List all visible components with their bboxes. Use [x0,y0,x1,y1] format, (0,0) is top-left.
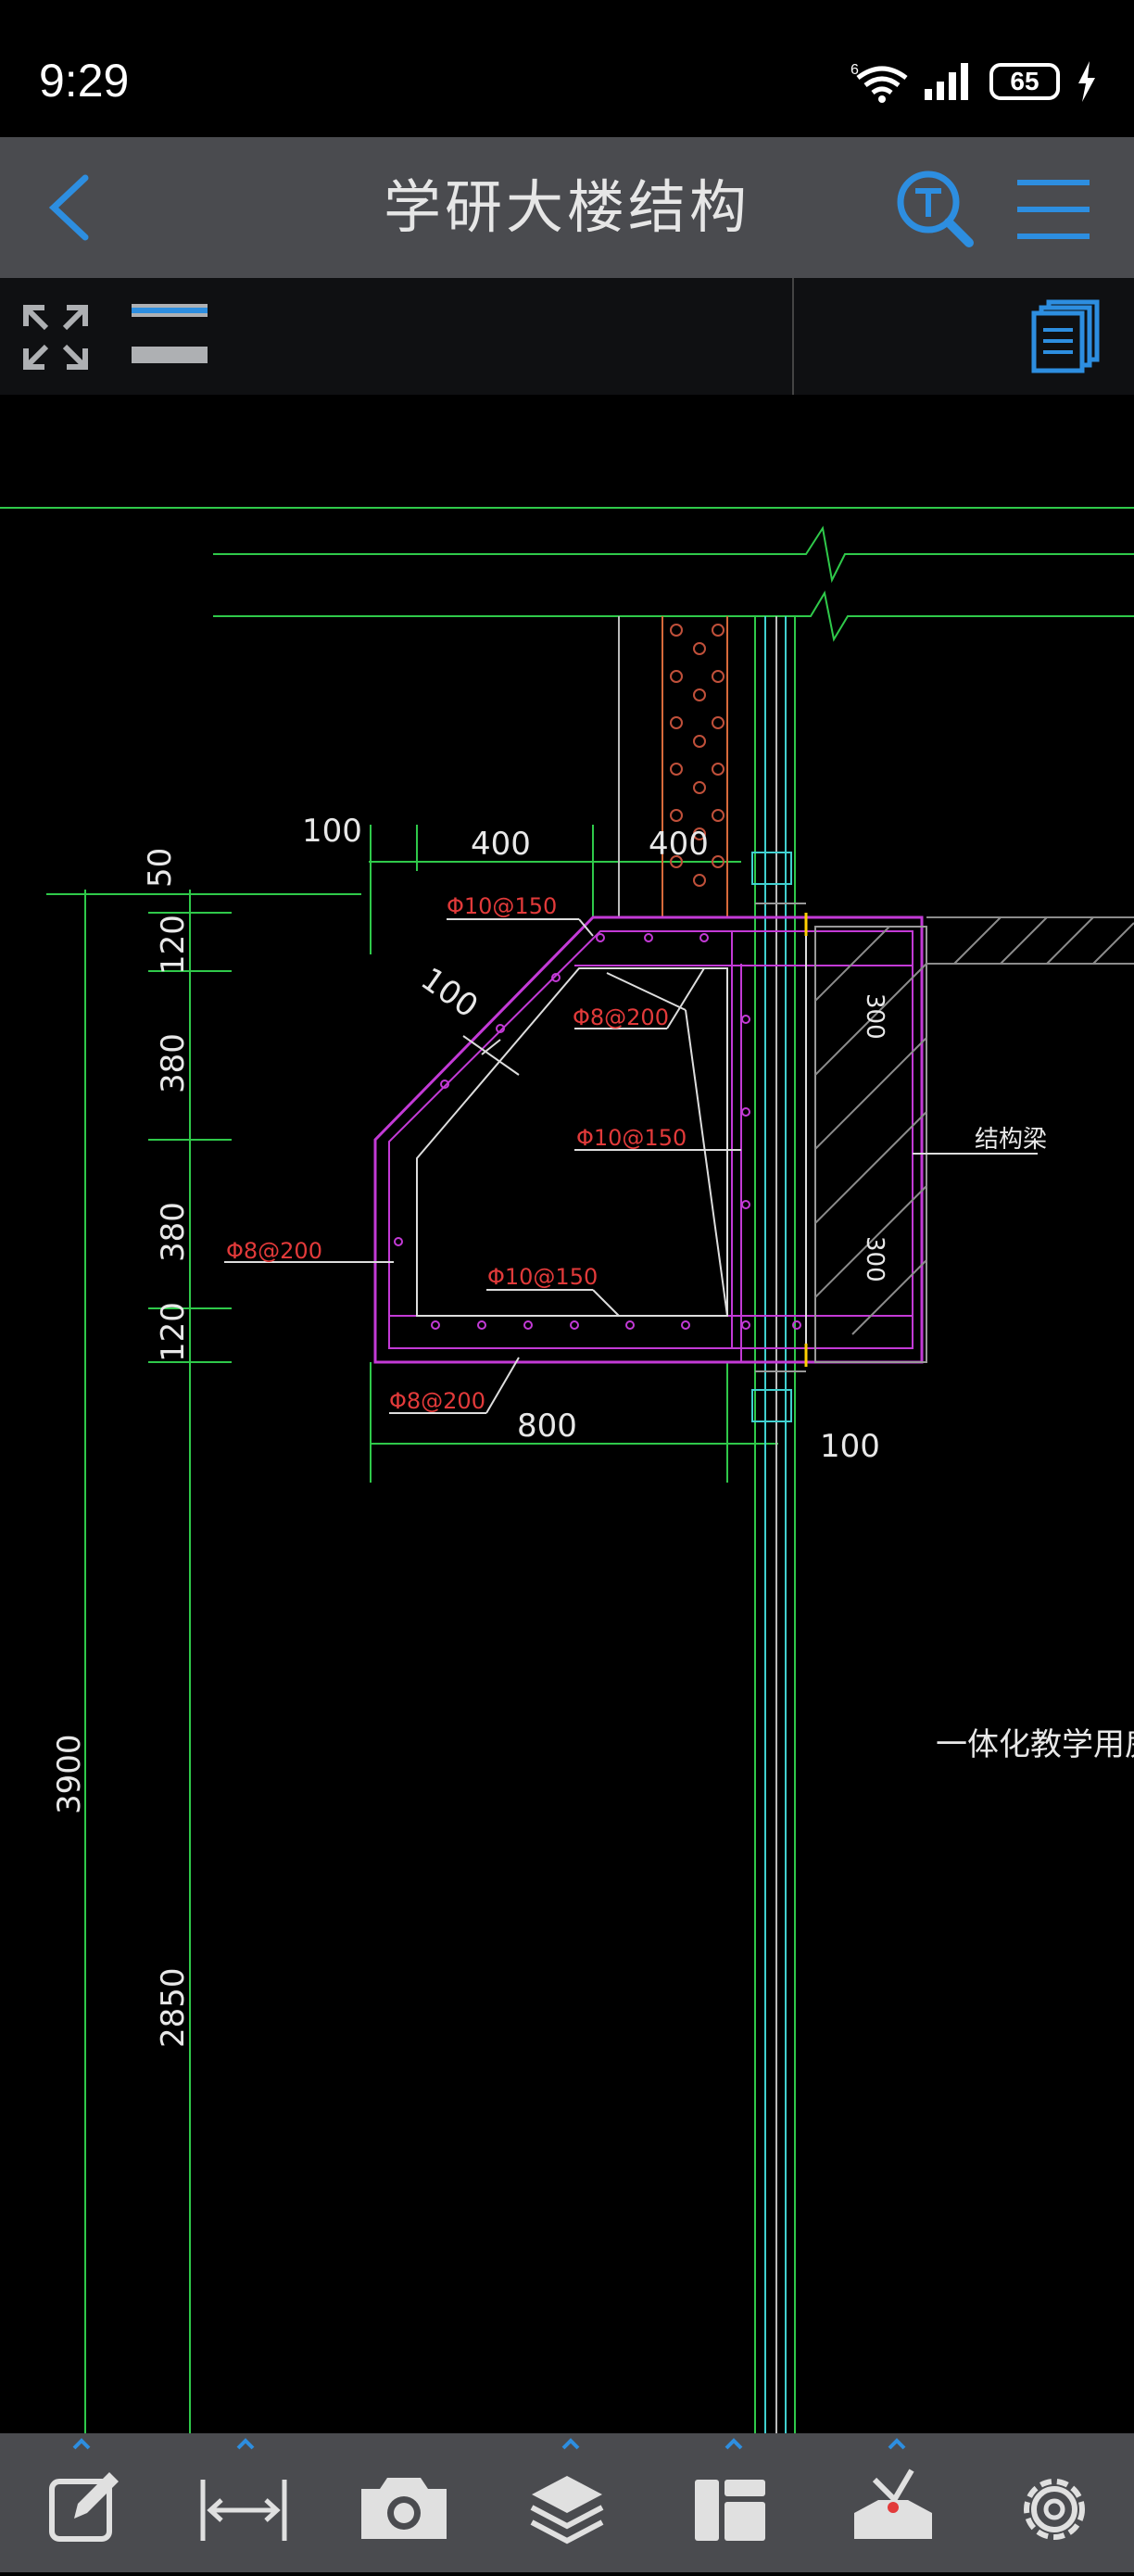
layout-icon [695,2438,765,2541]
status-icons: 6 65 [850,56,1097,107]
dim-120-b: 120 [155,1302,192,1362]
dim-2850: 2850 [155,1967,192,2048]
gear-icon [1024,2479,1085,2540]
measure-icon [200,2438,287,2541]
camera-icon [361,2478,447,2539]
chevron-left-icon [48,174,89,241]
rebar-label-6: Φ8@200 [389,1388,485,1414]
room-label: 一体化教学用房 [936,1726,1134,1763]
layers-button[interactable] [511,2433,623,2572]
text-search-button[interactable] [893,167,976,250]
dim-100-diag: 100 [414,961,485,1026]
status-bar: 9:29 6 65 [0,0,1134,137]
settings-button[interactable] [999,2433,1110,2572]
wifi-icon: 6 [850,62,908,103]
toolbox-icon [854,2438,932,2539]
layout-button[interactable] [674,2433,786,2572]
pages-button[interactable] [1028,298,1102,378]
camera-button[interactable] [348,2433,460,2572]
rebar-label-1: Φ10@150 [447,893,557,919]
status-time: 9:29 [39,55,130,107]
dim-120-a: 120 [155,915,192,975]
menu-button[interactable] [1014,174,1093,245]
toolbox-button[interactable] [838,2433,949,2572]
dim-380-b: 380 [155,1202,192,1262]
dim-380-a: 380 [155,1033,192,1093]
dim-800: 800 [517,1408,577,1445]
app-header: 学研大楼结构 [0,137,1134,278]
dim-100-right: 100 [820,1428,880,1465]
layers-icon [530,2438,604,2544]
edit-button[interactable] [28,2433,139,2572]
layer-toggle-button[interactable] [130,302,209,376]
dim-300-b: 300 [861,1236,888,1282]
charging-icon [1078,61,1095,102]
rebar-label-2: Φ8@200 [573,1004,669,1030]
dim-400-a: 400 [471,826,531,863]
cell-signal-icon [925,63,968,100]
dim-300-a: 300 [861,993,888,1040]
rebar-label-4: Φ8@200 [226,1238,322,1264]
rebar-label-5: Φ10@150 [487,1264,598,1290]
measure-button[interactable] [188,2433,299,2572]
dim-400-b: 400 [649,826,709,863]
back-button[interactable] [37,170,111,245]
cad-drawing[interactable]: 100 400 400 50 120 380 380 120 100 800 1… [0,395,1134,2433]
page-title: 学研大楼结构 [383,173,750,241]
hamburger-menu-icon [1017,180,1090,239]
dim-50: 50 [142,848,179,888]
pages-icon [1031,299,1100,373]
expand-arrows-icon [23,305,88,370]
layer-toggle-icon [132,304,208,363]
dim-3900: 3900 [51,1734,88,1814]
text-search-icon [897,170,974,247]
rebar-label-3: Φ10@150 [576,1125,687,1151]
beam-label: 结构梁 [975,1126,1047,1154]
toolbar-divider [792,278,794,395]
dim-100-top: 100 [302,813,362,850]
fullscreen-button[interactable] [19,300,93,378]
drawing-canvas[interactable]: 100 400 400 50 120 380 380 120 100 800 1… [0,395,1134,2433]
bottom-toolbar [0,2433,1134,2572]
edit-icon [49,2438,119,2542]
battery-icon: 65 [989,63,1060,100]
view-toolbar [0,278,1134,395]
svg-text:6: 6 [850,62,859,78]
